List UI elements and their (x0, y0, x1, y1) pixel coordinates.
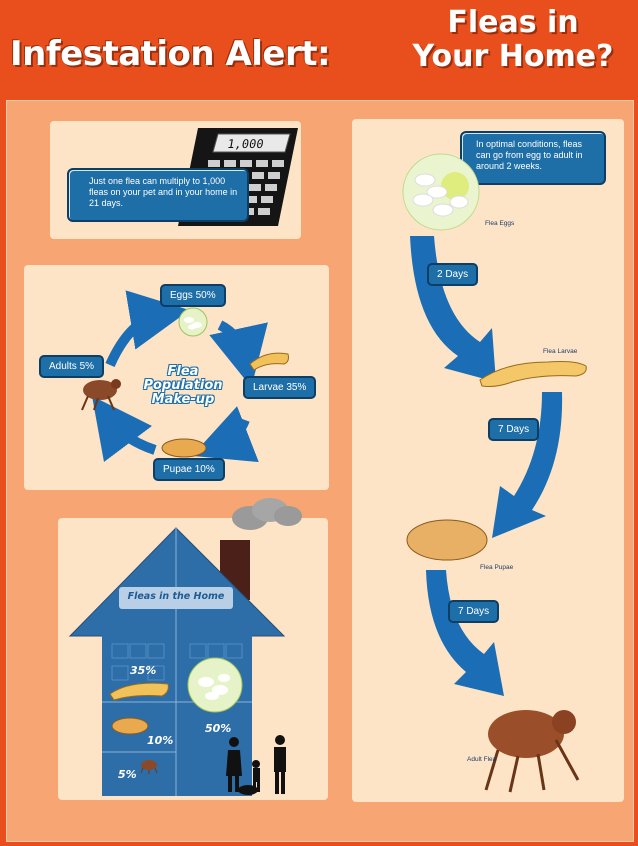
lifecycle-step1-label: 2 Days (427, 263, 479, 286)
lifecycle-intro-text: In optimal conditions, fleas can go from… (476, 139, 583, 171)
house-eggs-icon (187, 657, 243, 713)
house-pct-pupae: 10% (147, 734, 174, 747)
title-left: Infestation Alert: (10, 34, 331, 74)
house-pct-eggs: 50% (205, 722, 232, 735)
lifecycle-pupa-icon (406, 519, 488, 561)
lifecycle-arrow-2 (492, 392, 563, 538)
lifecycle-arrow-3 (426, 570, 504, 696)
family-silhouette (226, 735, 286, 795)
cycle-pupa-icon (161, 438, 207, 458)
title-right-line2: Your Home? (412, 39, 614, 74)
smoke-icon (232, 498, 302, 530)
house-pct-larvae: 35% (130, 664, 157, 677)
lifecycle-eggs-caption: Flea Eggs (485, 220, 515, 227)
lifecycle-eggs-icon (402, 153, 480, 231)
house-banner (119, 587, 233, 609)
lifecycle-adult-caption: Adult Flea (467, 756, 497, 763)
title-right: Fleas in Your Home? (393, 6, 633, 74)
lifecycle-step2-label: 7 Days (488, 418, 540, 441)
house-pct-adults: 5% (118, 768, 137, 781)
cycle-eggs-label: Eggs 50% (160, 284, 226, 307)
lifecycle-intro-bubble: In optimal conditions, fleas can go from… (460, 131, 606, 185)
cycle-flea-icon (81, 379, 121, 411)
house-larva-icon (109, 682, 169, 701)
cycle-title-line3: Make-up (151, 392, 215, 407)
cycle-adults-label: Adults 5% (39, 355, 105, 378)
cycle-pupae-label: Pupae 10% (153, 458, 225, 481)
cycle-title-line2: Population (143, 378, 223, 393)
cycle-eggs-icon (178, 307, 208, 337)
header-bar: Infestation Alert: Fleas in Your Home? (0, 0, 638, 100)
calculator-bubble-text: Just one flea can multiply to 1,000 flea… (89, 176, 238, 208)
house-pupa-icon (111, 717, 149, 735)
lifecycle-larva-icon (479, 361, 587, 387)
house-flea-icon (140, 760, 158, 774)
cycle-arrows (91, 290, 268, 463)
calculator-bubble: Just one flea can multiply to 1,000 flea… (67, 168, 249, 222)
house-banner-text: Fleas in the Home (127, 591, 225, 602)
calculator-display: 1,000 (226, 137, 265, 151)
cycle-larvae-label: Larvae 35% (243, 376, 317, 399)
cycle-larva-icon (249, 352, 289, 371)
lifecycle-larvae-caption: Flea Larvae (543, 348, 578, 355)
lifecycle-step3-label: 7 Days (448, 600, 500, 623)
title-right-line1: Fleas in (447, 5, 579, 40)
cycle-title: Flea Population Make-up (133, 365, 233, 407)
lifecycle-flea-icon (484, 710, 580, 793)
lifecycle-pupae-caption: Flea Pupae (480, 564, 514, 571)
cycle-title-line1: Flea (167, 364, 199, 379)
